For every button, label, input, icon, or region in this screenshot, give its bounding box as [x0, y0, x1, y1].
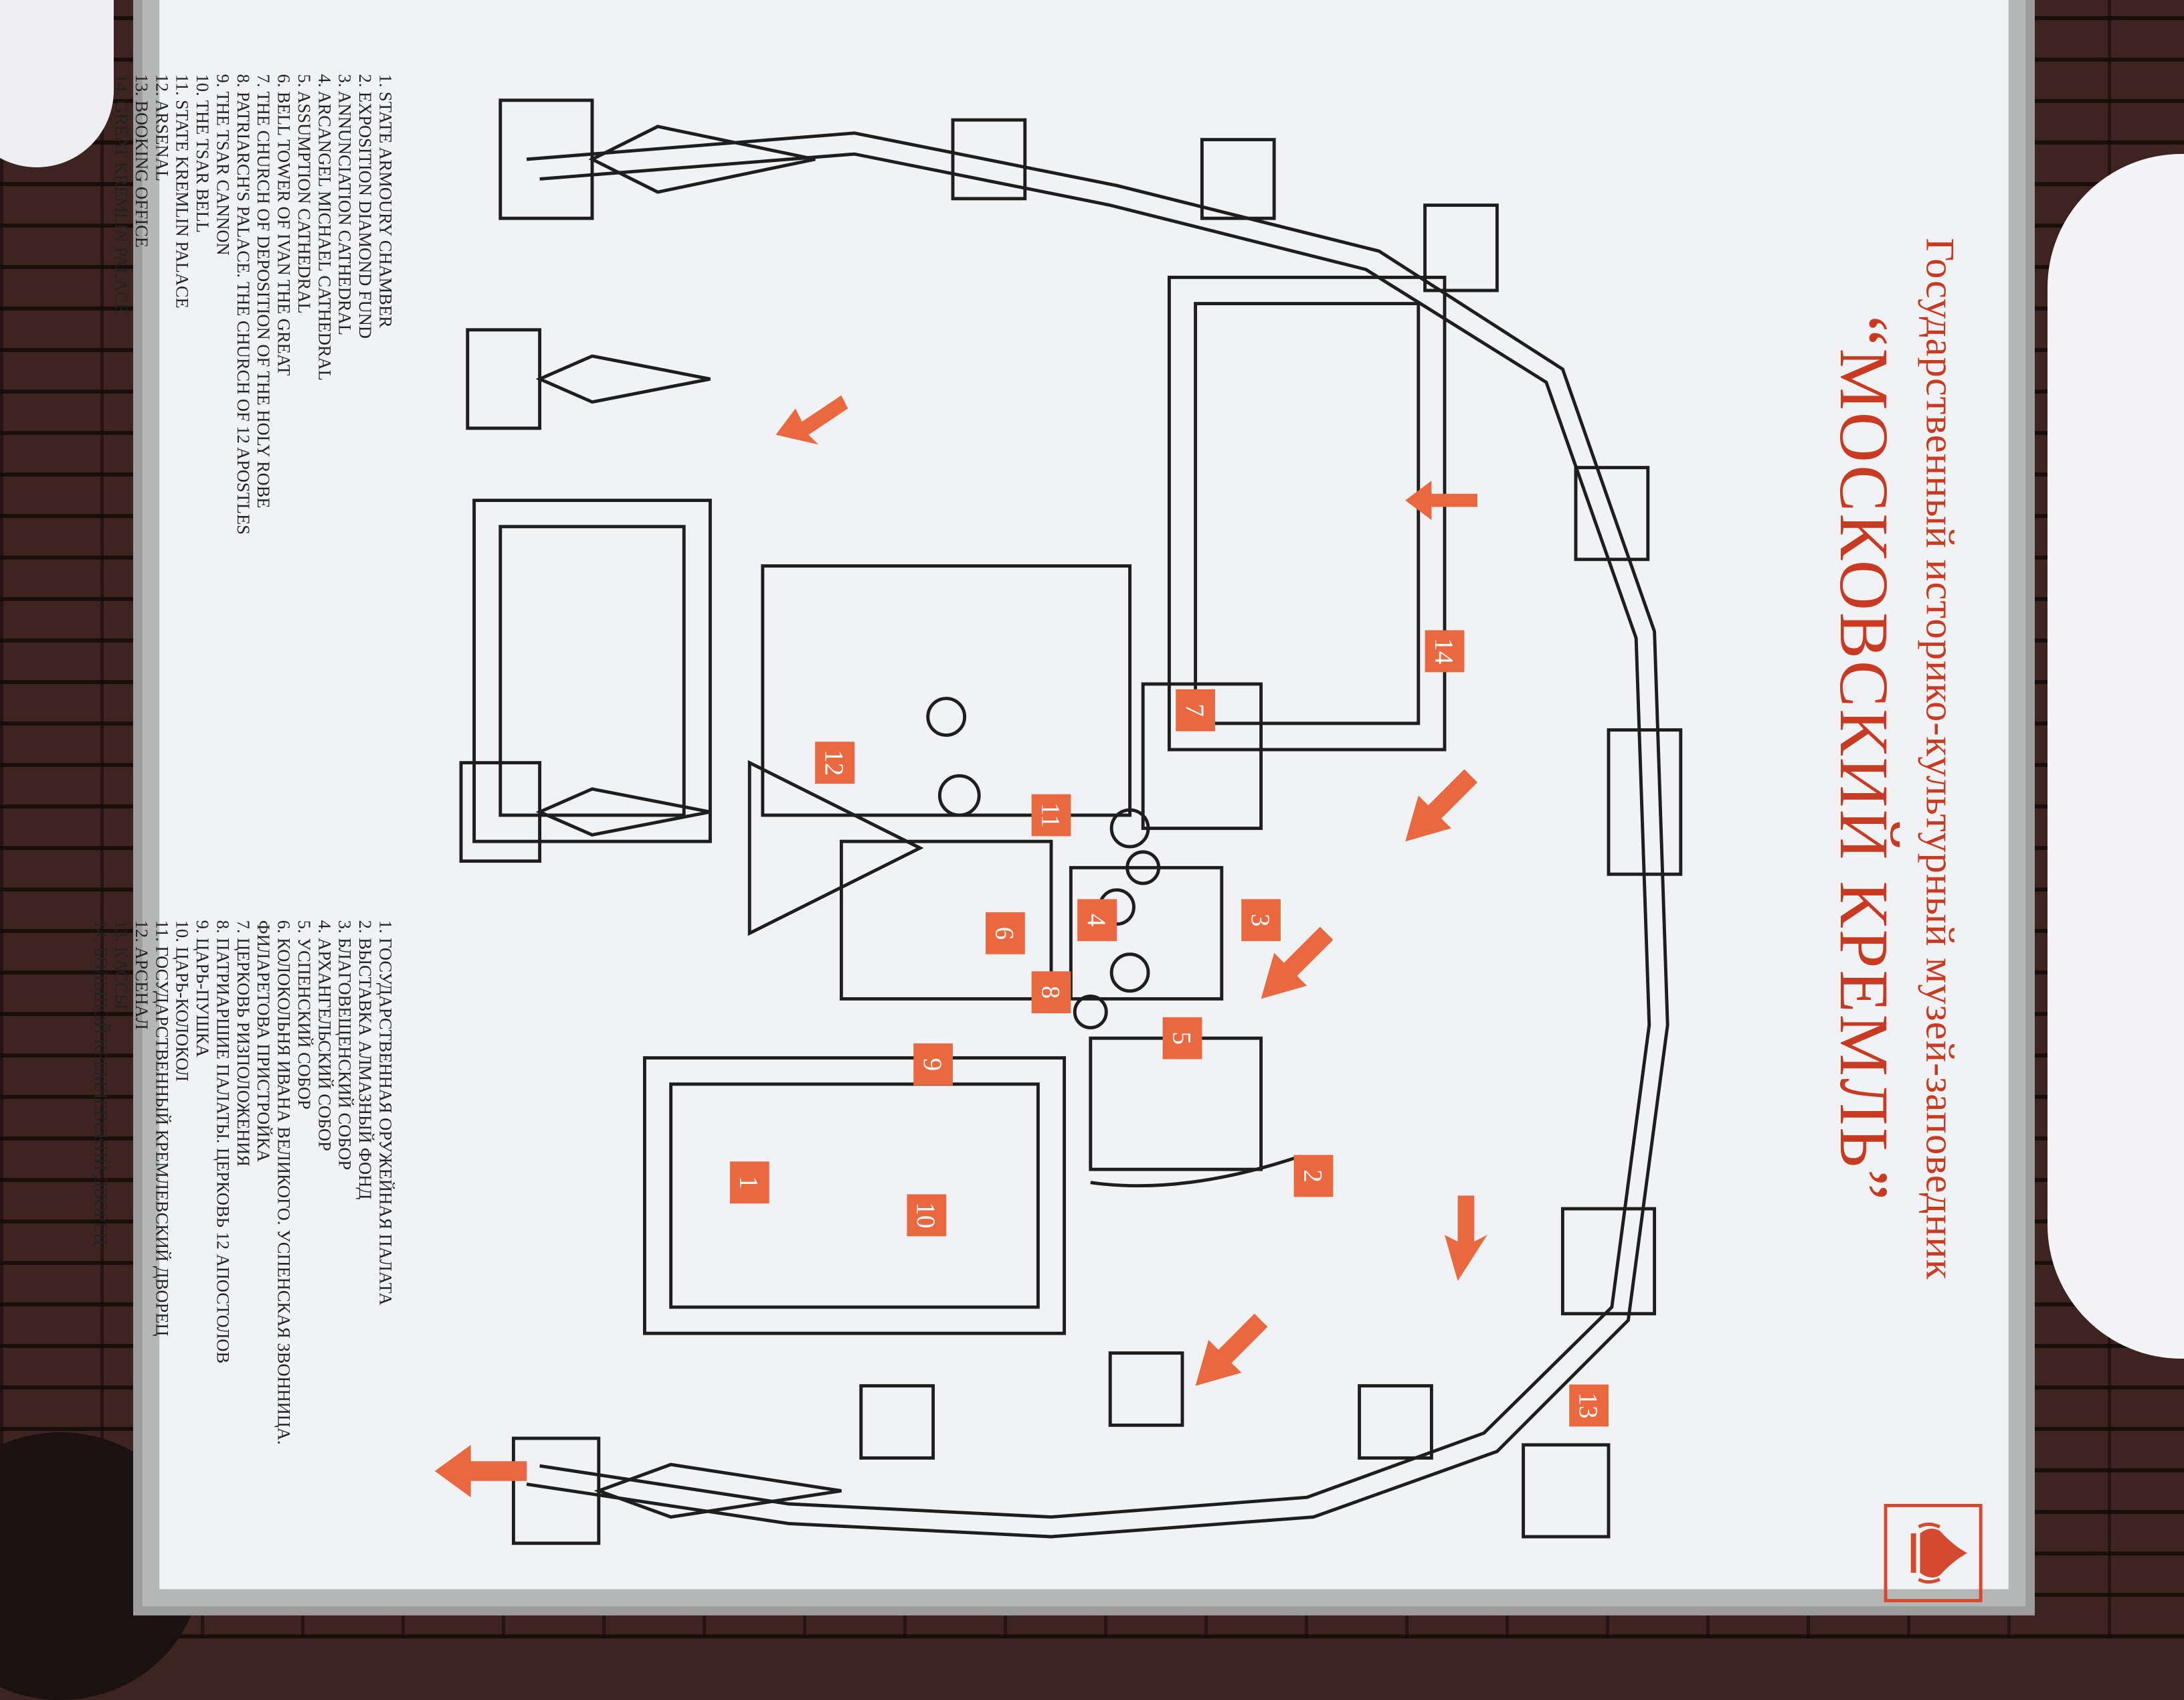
legend-item: 12. Arsenal — [152, 74, 172, 181]
marker-4: 4 — [1077, 899, 1117, 942]
legend-item: 13. Кассы — [111, 920, 132, 1010]
building-great-kremlin-palace — [642, 1056, 1067, 1335]
legend-item: 14. Great Kremlin Palace — [111, 74, 132, 315]
legend-item: 8. Патриаршие палаты. Церковь 12 апостол… — [213, 920, 233, 1364]
marker-label: 10 — [911, 1202, 940, 1228]
marker-8: 8 — [1031, 971, 1071, 1013]
legend-item: 9. The Tsar Cannon — [213, 74, 233, 256]
marker-12: 12 — [815, 742, 854, 784]
cathedral-square — [747, 760, 924, 936]
legend-item: 8. Patriarch's Palace. The Church of 12 … — [233, 74, 254, 535]
legend-item: 2. Выставка алмазный фонд — [355, 920, 375, 1200]
marker-label: 11 — [1036, 802, 1065, 828]
marker-7: 7 — [1176, 689, 1216, 732]
marker-label: 6 — [990, 927, 1019, 940]
legend-item: 1. Государственная оружейная палата — [375, 920, 395, 1306]
kremlin-wall — [526, 131, 1669, 1539]
legend-item: 5. Assumption Cathedral — [294, 74, 314, 314]
legend-item: 1. State Armoury Chamber — [375, 74, 395, 328]
kremlin-title: “МОСКОВСКИЙ КРЕМЛЬ” — [1825, 315, 1903, 1203]
marker-13: 13 — [1569, 1384, 1609, 1427]
marker-6: 6 — [985, 912, 1025, 954]
legend-item: 7. Церковь Ризположения — [233, 920, 254, 1167]
marker-label: 3 — [1246, 914, 1275, 927]
legend-item: 4. Архангельский собор — [314, 920, 335, 1151]
entrance-arrows — [434, 395, 1487, 1498]
legend-item: 14. Большой Кремлевский дворец — [91, 920, 111, 1246]
legend-item: 5. Успенский собор — [294, 920, 314, 1110]
legend-russian: 1. Государственная оружейная палата 2. В… — [90, 920, 395, 1590]
building-senate — [472, 499, 712, 843]
marker-label: 9 — [918, 1058, 947, 1072]
legend-item: 2. Exposition Diamond Fund — [355, 74, 375, 339]
kremlin-dome-icon — [1884, 1504, 1983, 1602]
map-board: Государственный историко-культурный музе… — [91, 0, 2009, 1602]
marker-10: 10 — [907, 1194, 947, 1237]
marker-label: 14 — [1429, 638, 1458, 664]
marker-label: 13 — [1574, 1392, 1603, 1418]
marker-label: 8 — [1036, 986, 1065, 999]
legend-item: 11. State Kremlin Palace — [172, 74, 193, 309]
legend-item: 13. Booking Office — [132, 74, 152, 248]
building-state-kremlin-palace — [761, 564, 1132, 817]
legend-item: 7. The Church of Deposition of the Holy … — [254, 74, 274, 509]
legend-item: 3. Annunciation Cathedral — [335, 74, 355, 335]
legend-item: 6. Bell Tower of Ivan the Great — [274, 74, 294, 376]
adjacent-sign — [2047, 154, 2184, 1359]
marker-5: 5 — [1162, 1017, 1202, 1059]
marker-label: 7 — [1180, 703, 1209, 717]
marker-11: 11 — [1031, 794, 1071, 837]
marker-1: 1 — [729, 1161, 769, 1204]
marker-label: 12 — [820, 750, 848, 776]
marker-label: 5 — [1167, 1031, 1196, 1045]
marker-9: 9 — [913, 1043, 953, 1086]
map-board-frame: Государственный историко-культурный музе… — [91, 0, 2035, 1616]
legend-english: 1. State Armoury Chamber 2. Exposition D… — [111, 74, 395, 744]
marker-3: 3 — [1241, 899, 1281, 942]
marker-14: 14 — [1425, 630, 1465, 673]
legend-item: 3. Благовещенский собор — [335, 920, 355, 1171]
marker-label: 4 — [1082, 914, 1111, 927]
building-arsenal — [1167, 275, 1447, 752]
legend-item: 10. The Tsar Bell — [193, 74, 213, 233]
legend-item: 4. Arcangel Michael Cathedral — [314, 74, 335, 381]
marker-label: 1 — [734, 1176, 763, 1189]
legend-item: 12. Арсенал — [132, 920, 152, 1030]
legend-item: 10. Царь-колокол — [172, 920, 193, 1082]
legend-item: 11. Государственный Кремлевский дворец — [152, 920, 172, 1337]
legend-item: 6. Колокольня Ивана Великого. Успенская … — [274, 920, 294, 1445]
hand-glove — [0, 0, 114, 167]
marker-label: 2 — [1298, 1169, 1327, 1183]
marker-2: 2 — [1293, 1155, 1334, 1197]
legend-item: Филаретова пристройка — [254, 920, 274, 1163]
legend-item: 9. Царь-пушка — [193, 920, 213, 1057]
museum-title: Государственный историко-культурный музе… — [1917, 238, 1963, 1280]
